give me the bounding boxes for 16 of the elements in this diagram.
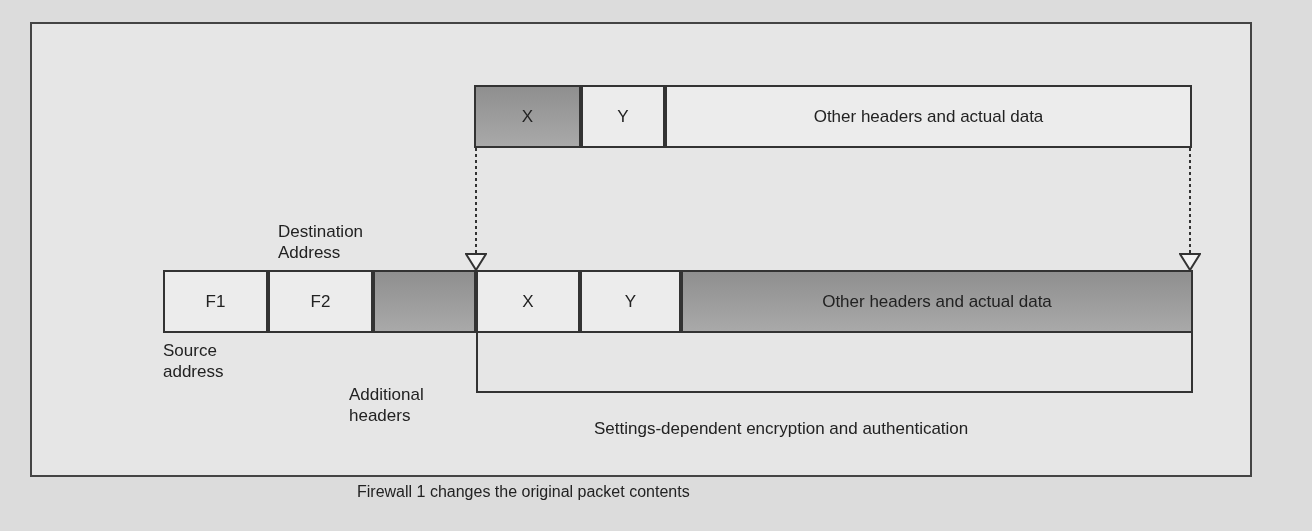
packet-field: F2 (268, 270, 373, 333)
field-label: Additional headers (349, 384, 425, 426)
packet-field: F1 (163, 270, 268, 333)
shaded-field (373, 270, 476, 333)
caption: Firewall 1 changes the original packet contents (357, 482, 690, 502)
packet-field: Other headers and actual data (665, 85, 1192, 148)
packet-field: Other headers and actual data (681, 270, 1193, 333)
bracket-label: Settings-dependent encryption and authentication (594, 418, 969, 440)
packet-field: X (476, 270, 580, 333)
packet-field: X (474, 85, 581, 148)
field-label: Destination Address (278, 221, 365, 263)
packet-field: Y (581, 85, 665, 148)
field-label: Source address (163, 340, 225, 382)
dashed-arrow (465, 147, 487, 271)
dashed-arrow (1179, 147, 1201, 271)
packet-field: Y (580, 270, 681, 333)
